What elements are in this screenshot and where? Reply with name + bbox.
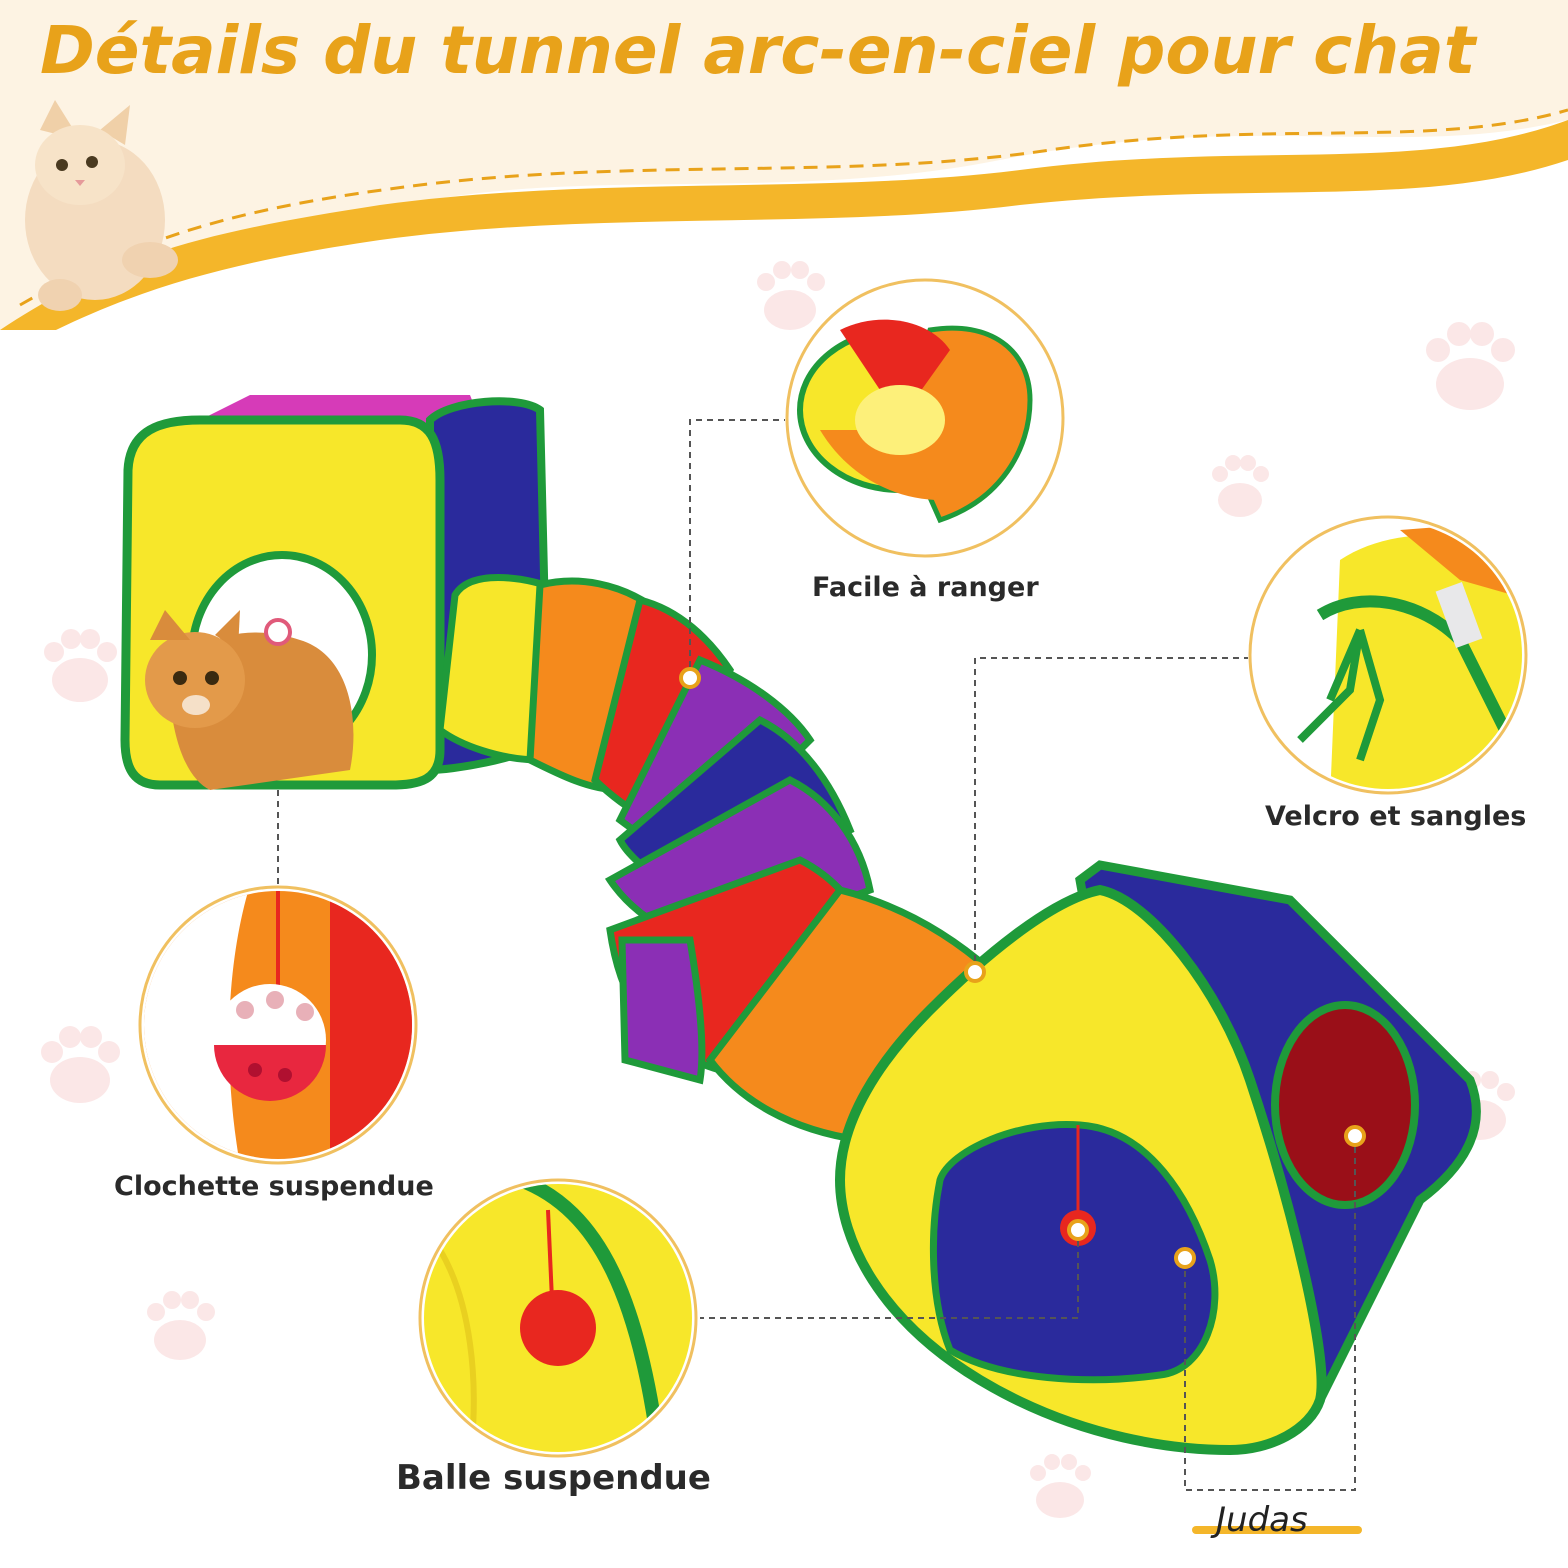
paw-print-icon [1426,322,1515,410]
label-judas: Judas [1216,1500,1308,1540]
page-title: Détails du tunnel arc-en-ciel pour chat [40,12,1476,89]
paw-print-icon [147,1291,215,1360]
paw-print-icon [41,1026,120,1103]
connector-facile [689,419,785,678]
connector-dots [679,667,1366,1269]
connector-balle [700,1230,1079,1319]
detail-circle-bell [138,885,418,1165]
tent-entrance-hole [929,1120,1219,1384]
judas-underline [1192,1526,1362,1534]
tube-side-window [618,936,706,1085]
rainbow-tube [436,574,995,1144]
connector-velcro [974,657,1248,972]
label-balle-suspendue: Balle suspendue [396,1458,711,1498]
paw-print-icons [41,261,1515,1518]
paw-print-icon [44,629,117,702]
tent-peephole [1271,1001,1419,1209]
header-band [0,0,1568,330]
label-clochette-suspendue: Clochette suspendue [114,1171,434,1202]
detail-circle-pompom [418,1178,698,1458]
label-velcro-et-sangles: Velcro et sangles [1265,801,1527,832]
connector-judas [1184,1138,1356,1491]
pompom-ball-icon [520,1290,596,1366]
paw-print-icon [1030,1454,1091,1518]
cat-image [145,610,354,790]
small-bell-ball [264,618,292,646]
paw-print-icon [1212,455,1269,517]
triangle-tent [834,860,1481,1456]
detail-circle-storage [785,278,1065,558]
detail-circle-velcro [1248,515,1528,795]
paw-print-icon [757,261,825,330]
corner-cat-image [25,100,178,311]
header-orange-wave [0,120,1568,330]
connector-lines [277,419,1356,1491]
cube-tunnel [120,395,553,790]
header-cream-fill [0,0,1568,330]
label-facile-a-ranger: Facile à ranger [812,572,1039,603]
header-dashed-line [19,108,1568,307]
